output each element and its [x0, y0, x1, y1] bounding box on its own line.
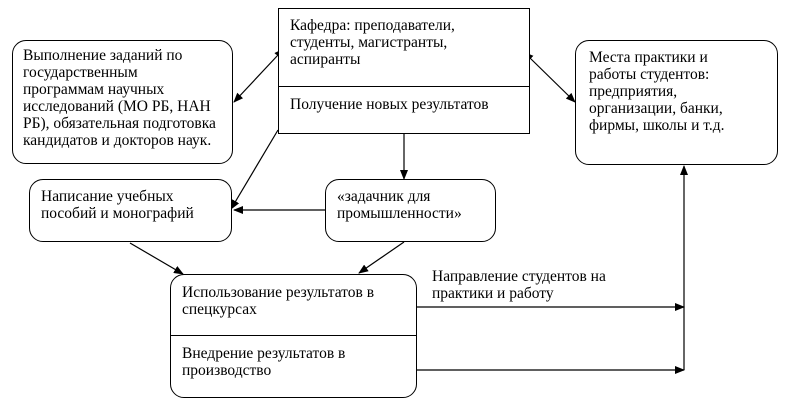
textbooks-text: Написание учебных пособий и монографий — [41, 188, 194, 222]
state-programs-text: Выполнение заданий по государственным пр… — [23, 47, 216, 149]
usage-divider — [171, 335, 416, 336]
direction-label: Направление студентов на практики и рабо… — [432, 268, 606, 302]
arrow-department-state-programs — [233, 48, 285, 103]
arrow-department-textbooks — [230, 129, 279, 210]
practice-places-text: Места практики и работы студентов: предп… — [589, 49, 725, 134]
usage-box: Использование результатов в спецкурсах В… — [170, 274, 417, 398]
industry-problems-text: «задачник для промышленности» — [337, 188, 462, 222]
practice-places-box: Места практики и работы студентов: предп… — [575, 40, 778, 165]
department-divider — [279, 86, 529, 87]
department-box: Кафедра: преподаватели, студенты, магист… — [278, 8, 530, 134]
industry-problems-box: «задачник для промышленности» — [325, 179, 496, 242]
department-title: Кафедра: преподаватели, студенты, магист… — [290, 17, 455, 68]
state-programs-box: Выполнение заданий по государственным пр… — [12, 40, 233, 164]
department-subtitle: Получение новых результатов — [290, 96, 489, 113]
usage-production-text: Внедрение результатов в производство — [182, 345, 346, 379]
usage-courses-text: Использование результатов в спецкурсах — [182, 284, 375, 318]
textbooks-box: Написание учебных пособий и монографий — [29, 179, 232, 242]
arrow-department-practice-places — [523, 51, 576, 103]
arrow-industry-usage — [358, 241, 405, 274]
arrow-textbooks-usage — [129, 242, 184, 275]
